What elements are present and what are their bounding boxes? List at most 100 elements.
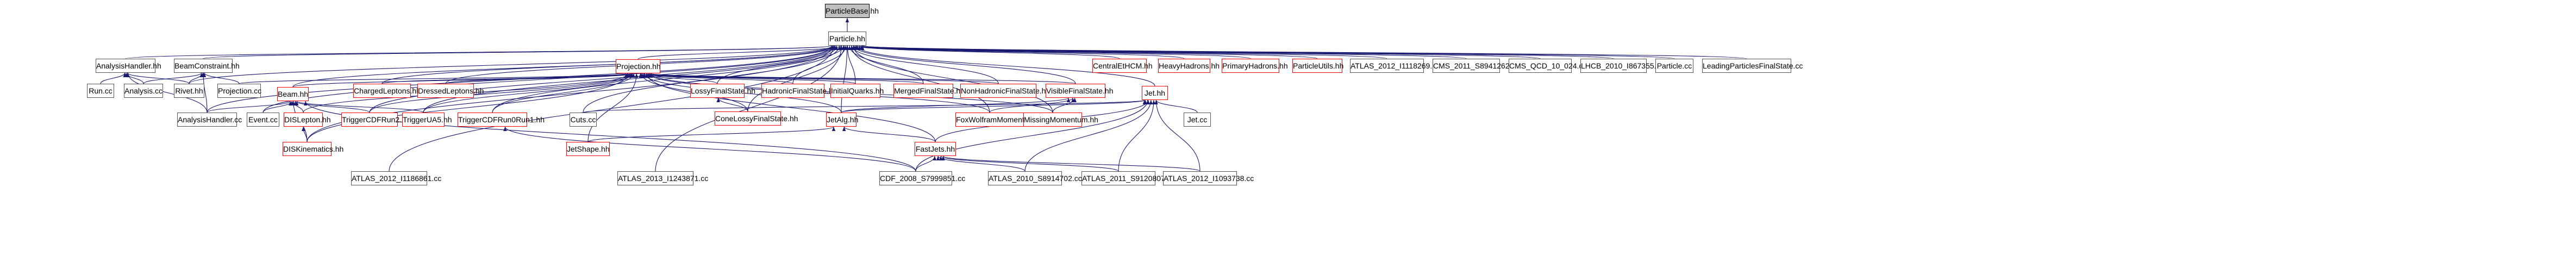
graph-node-cuts-cc[interactable]: Cuts.cc <box>570 113 597 127</box>
graph-node-projection-cc[interactable]: Projection.cc <box>217 84 261 98</box>
edge-rivet-hh-to-analysishandler-hh <box>126 72 190 84</box>
graph-node-cdf2008-s7999851[interactable]: CDF_2008_S7999851.cc <box>879 171 965 185</box>
graph-node-fastjets[interactable]: FastJets.hh <box>915 142 956 156</box>
edge-rivet-hh-to-particle <box>189 45 834 84</box>
graph-node-centraletahcm[interactable]: CentralEtHCM.hh <box>1092 59 1153 73</box>
graph-node-particleutils[interactable]: ParticleUtils.hh <box>1292 59 1343 73</box>
graph-node-jetshape[interactable]: JetShape.hh <box>566 142 610 156</box>
graph-node-jet-hh[interactable]: Jet.hh <box>1142 86 1168 100</box>
edge-diskinematics-to-particle <box>307 45 834 142</box>
graph-node-analysishandler-hh[interactable]: AnalysisHandler.hh <box>96 59 161 73</box>
edge-atlas2013-i1243871-to-particle <box>655 45 843 172</box>
edge-mergedfinalstate-to-projection-hh <box>645 73 924 84</box>
edge-cms2011-s8941262-to-particle <box>861 45 1467 59</box>
graph-node-visiblefinalstate[interactable]: VisibleFinalState.hh <box>1046 84 1113 98</box>
graph-node-conelossyfinalstate[interactable]: ConeLossyFinalState.hh <box>715 111 798 126</box>
edge-visiblefinalstate-to-projection-hh <box>649 73 1076 84</box>
graph-node-leadingparticles[interactable]: LeadingParticlesFinalState.cc <box>1702 59 1803 73</box>
graph-node-atlas2012-1118269[interactable]: ATLAS_2012_I1118269.cc <box>1350 59 1440 73</box>
graph-node-event-cc[interactable]: Event.cc <box>247 113 279 127</box>
edge-analysishandler-cc-to-beamconstraint-hh <box>202 72 208 113</box>
edge-beamconstraint-hh-to-particle <box>203 45 834 59</box>
edge-cdf2008-s7999851-to-triggercdfrun0run1 <box>503 126 916 172</box>
edge-event-cc-to-particle <box>262 45 834 113</box>
edge-atlas2012-i1093738-to-fastjets <box>941 155 1201 172</box>
graph-node-jetalg[interactable]: JetAlg.hh <box>826 113 858 127</box>
edge-triggercdfrun0run1-to-projection-hh <box>492 73 636 113</box>
graph-node-jet-cc[interactable]: Jet.cc <box>1184 113 1211 127</box>
edge-triggerua5-to-beam-hh <box>295 101 424 113</box>
edge-atlas2011-s9120807-to-jet-hh <box>1118 99 1156 172</box>
graph-node-rivet-hh[interactable]: Rivet.hh <box>174 84 204 98</box>
graph-node-atlas2012-i1186861[interactable]: ATLAS_2012_I1186861.cc <box>351 171 441 185</box>
edge-leadingparticles-to-particle <box>861 45 1747 59</box>
graph-node-triggercdfrun0run1[interactable]: TriggerCDFRun0Run1.hh <box>458 113 545 127</box>
edge-atlas2010-s8914702-to-jet-hh <box>1024 99 1153 172</box>
edge-atlas2011-s9120807-to-fastjets <box>939 155 1119 172</box>
edge-beam-hh-to-projection-hh <box>292 73 629 88</box>
graph-node-beamconstraint-hh[interactable]: BeamConstraint.hh <box>174 59 240 73</box>
graph-node-projection-hh[interactable]: Projection.hh <box>616 59 661 73</box>
graph-node-beam-hh[interactable]: Beam.hh <box>277 87 309 101</box>
edge-jetshape-to-projection-hh <box>587 73 639 142</box>
graph-node-mergedfinalstate[interactable]: MergedFinalState.hh <box>893 84 965 98</box>
graph-node-initialquarks[interactable]: InitialQuarks.hh <box>830 84 884 98</box>
edge-fastjets-to-jetalg <box>842 126 936 142</box>
graph-node-atlas2012-i1093738[interactable]: ATLAS_2012_I1093738.cc <box>1163 171 1254 185</box>
graph-node-lossyfinalstate[interactable]: LossyFinalState.hh <box>690 84 755 98</box>
edge-projection-cc-to-beamconstraint-hh <box>202 72 240 84</box>
edge-nonhadronicfinalstate-to-particle <box>850 45 999 84</box>
graph-node-particlebase: ParticleBase.hh <box>825 4 879 18</box>
graph-node-heavyhadrons[interactable]: HeavyHadrons.hh <box>1158 59 1220 73</box>
graph-node-foxwolfram[interactable]: FoxWolframMoments.hh <box>955 113 1039 127</box>
edge-triggercdfrun2-to-projection-hh <box>369 73 632 113</box>
graph-node-analysis-cc[interactable]: Analysis.cc <box>124 84 163 98</box>
edge-missingmomentum-to-particle <box>852 45 1053 113</box>
edge-atlas2012-i1093738-to-jet-hh <box>1154 99 1201 172</box>
graph-node-particle-cc[interactable]: Particle.cc <box>1655 59 1693 73</box>
edge-initialquarks-to-projection-hh <box>643 73 856 84</box>
edge-centraletahcm-to-particle <box>854 45 1120 59</box>
edge-diskinematics-to-projection-hh <box>307 73 630 142</box>
edge-jetshape-to-jetalg <box>587 126 835 142</box>
edge-run-cc-to-analysishandler-hh <box>100 72 127 84</box>
edge-nonhadronicfinalstate-to-projection-hh <box>647 73 999 84</box>
graph-node-atlas2011-s9120807[interactable]: ATLAS_2011_S9120807.cc <box>1081 171 1175 185</box>
edge-cdf2008-s7999851-to-fastjets <box>915 155 937 172</box>
graph-node-cms2011-s8941262[interactable]: CMS_2011_S8941262.cc <box>1433 59 1520 73</box>
edge-cdf2008-s7999851-to-jet-hh <box>915 99 1149 172</box>
graph-node-run-cc[interactable]: Run.cc <box>87 84 114 98</box>
graph-node-diskinematics[interactable]: DISKinematics.hh <box>283 142 343 156</box>
graph-node-primaryhadrons[interactable]: PrimaryHadrons.hh <box>1222 59 1288 73</box>
graph-node-atlas2013-i1243871[interactable]: ATLAS_2013_I1243871.cc <box>617 171 708 185</box>
graph-node-triggercdfrun2[interactable]: TriggerCDFRun2.hh <box>341 113 410 127</box>
edge-diskinematics-to-dislepton <box>302 126 308 142</box>
edge-primaryhadrons-to-particle <box>858 45 1251 59</box>
edge-conelossyfinalstate-to-lossyfinalstate <box>716 97 748 112</box>
edge-initialquarks-to-particle <box>846 45 856 84</box>
edge-visiblefinalstate-to-particle <box>852 45 1076 84</box>
edge-projection-cc-to-projection-hh <box>239 73 628 84</box>
graph-node-hadronicfinalstate[interactable]: HadronicFinalState.hh <box>761 84 837 98</box>
graph-node-lhcb2010-i867355[interactable]: LHCB_2010_I867355.cc <box>1580 59 1664 73</box>
graph-node-dressedleptons[interactable]: DressedLeptons.hh <box>417 84 484 98</box>
edge-event-cc-to-beam-hh <box>262 101 294 113</box>
edge-triggerua5-to-projection-hh <box>423 73 634 113</box>
graph-node-nonhadronicfinalstate[interactable]: NonHadronicFinalState.hh <box>960 84 1050 98</box>
graph-node-analysishandler-cc[interactable]: AnalysisHandler.cc <box>177 113 242 127</box>
edge-cuts-cc-to-jet-hh <box>583 99 1146 113</box>
edge-cmsqcd10024-to-particle <box>861 45 1541 59</box>
graph-node-missingmomentum[interactable]: MissingMomentum.hh <box>1023 113 1098 127</box>
edge-triggercdfrun2-to-particle <box>369 45 835 113</box>
graph-node-chargedleptons[interactable]: ChargedLeptons.hh <box>353 84 421 98</box>
edge-jetalg-to-jet-hh <box>841 99 1147 113</box>
graph-node-cmsqcd10024[interactable]: CMS_QCD_10_024.cc <box>1509 59 1586 73</box>
graph-node-atlas2010-s8914702[interactable]: ATLAS_2010_S8914702.cc <box>988 171 1082 185</box>
graph-node-triggerua5[interactable]: TriggerUA5.hh <box>402 113 452 127</box>
edge-jet-cc-to-jet-hh <box>1154 99 1198 113</box>
graph-node-particle[interactable]: Particle.hh <box>828 32 866 46</box>
edge-chargedleptons-to-particle <box>382 45 835 84</box>
graph-node-dislepton[interactable]: DISLepton.hh <box>284 113 331 127</box>
edge-missingmomentum-to-visiblefinalstate <box>1052 97 1077 113</box>
